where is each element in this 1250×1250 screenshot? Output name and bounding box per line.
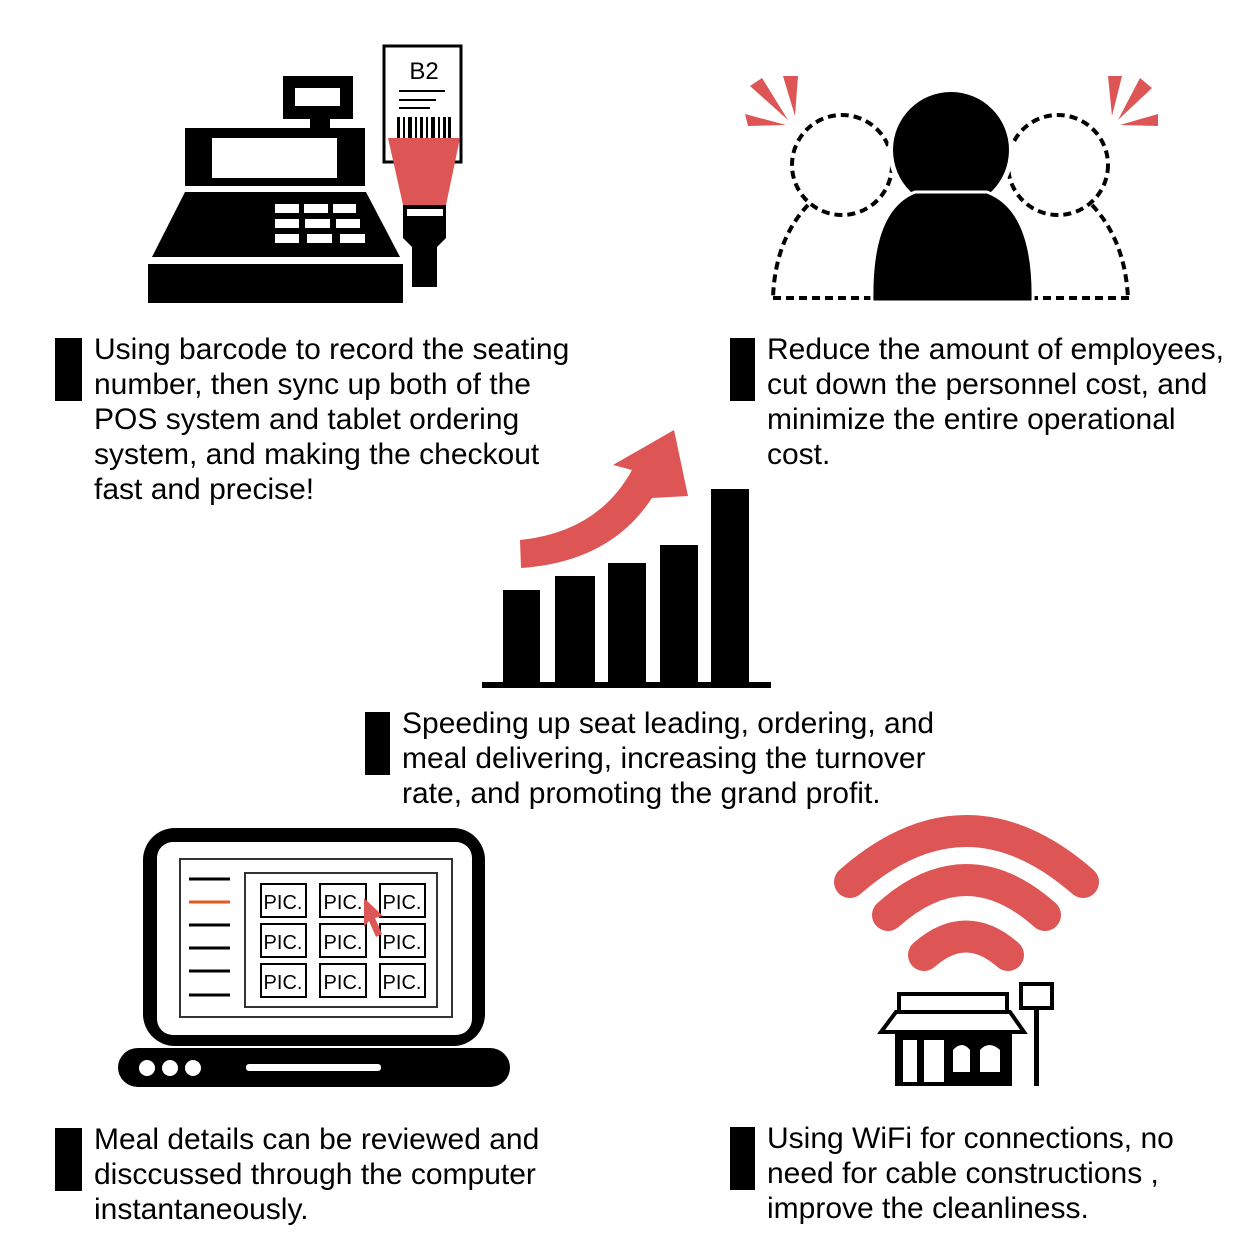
pic-tile: PIC. xyxy=(264,892,303,914)
pic-tile: PIC. xyxy=(324,892,363,914)
caption-line: Using barcode to record the seating xyxy=(94,333,570,366)
caption-line: meal delivering, increasing the turnover xyxy=(402,742,926,775)
pic-tile: PIC. xyxy=(324,932,363,954)
cursor-arrow-icon xyxy=(364,898,383,937)
caption-line: instantaneously. xyxy=(94,1193,309,1226)
caption-line: system, and making the checkout xyxy=(94,438,540,471)
store-icon xyxy=(877,982,1054,1086)
caption-line: need for cable constructions , xyxy=(767,1157,1159,1190)
bullet-marker xyxy=(55,1128,82,1191)
caption-line: Speeding up seat leading, ordering, and xyxy=(402,707,935,740)
bullet-marker xyxy=(730,338,755,401)
employees-reduced-icon xyxy=(745,76,1158,304)
caption-line: disccussed through the computer xyxy=(94,1158,536,1191)
pos-register-icon xyxy=(148,76,403,303)
caption-line: number, then sync up both of the xyxy=(94,368,531,401)
pic-tile: PIC. xyxy=(264,972,303,994)
barcode-scanner-icon xyxy=(388,138,460,287)
caption-line: fast and precise! xyxy=(94,473,315,506)
pic-tile: PIC. xyxy=(383,892,422,914)
bullet-marker xyxy=(55,338,82,401)
caption-line: improve the cleanliness. xyxy=(767,1192,1089,1225)
pic-tile: PIC. xyxy=(383,972,422,994)
wifi-icon xyxy=(834,815,1099,971)
bullet-marker xyxy=(365,712,390,775)
receipt-label: B2 xyxy=(409,58,438,85)
caption-line: Using WiFi for connections, no xyxy=(767,1122,1174,1155)
caption-line: cut down the personnel cost, and xyxy=(767,368,1208,401)
pic-tile: PIC. xyxy=(324,972,363,994)
caption-line: minimize the entire operational xyxy=(767,403,1176,436)
growth-bar-chart-icon xyxy=(482,430,771,688)
laptop-icon: PIC. PIC. PIC. PIC. PIC. PIC. PIC. PIC. … xyxy=(118,828,510,1087)
caption-line: POS system and tablet ordering xyxy=(94,403,520,436)
bullet-marker xyxy=(730,1127,755,1190)
caption-line: Reduce the amount of employees, xyxy=(767,333,1224,366)
caption-line: cost. xyxy=(767,438,831,471)
growth-arrow-icon xyxy=(520,430,688,568)
pic-tile: PIC. xyxy=(264,932,303,954)
pic-tile: PIC. xyxy=(383,932,422,954)
caption-line: rate, and promoting the grand profit. xyxy=(402,777,881,810)
caption-line: Meal details can be reviewed and xyxy=(94,1123,540,1156)
